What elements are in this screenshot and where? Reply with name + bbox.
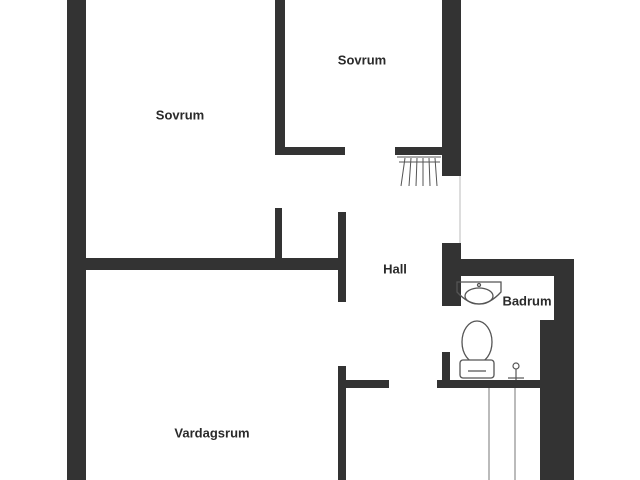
shower-icon [488, 388, 516, 480]
wall-bedroom-divider [275, 0, 285, 155]
toilet-icon [459, 320, 495, 379]
wall-bedroom2-bottom [275, 147, 345, 155]
wardrobe-icon [397, 156, 441, 187]
wall-bathroom-right-inner [540, 320, 554, 480]
room-label-bedroom-1: Sovrum [155, 107, 205, 123]
wall-stub-small [275, 208, 282, 258]
wall-hall-upper [338, 212, 346, 302]
wall-bathroom-left-upper [442, 243, 461, 306]
wall-bathroom-right [554, 259, 574, 480]
wall-bedroom2-right [442, 0, 461, 176]
room-label-bedroom-2: Sovrum [337, 52, 387, 68]
walls [67, 0, 574, 480]
wall-hall-lower [338, 366, 346, 480]
sink-icon [456, 281, 502, 305]
wall-hall-lower-stub [346, 380, 389, 388]
wall-closet-top [395, 147, 442, 155]
wall-bathroom-left-lower [442, 352, 450, 388]
room-label-living-room: Vardagsrum [174, 425, 250, 441]
faucet-icon [508, 362, 524, 380]
wall-bathroom-top [461, 259, 574, 276]
wall-bedroom1-bottom [86, 258, 344, 270]
wall-bathroom-bottom [437, 380, 540, 388]
room-label-hall: Hall [383, 261, 407, 277]
wall-left-outer [67, 0, 86, 480]
room-label-bathroom: Badrum [502, 293, 552, 309]
